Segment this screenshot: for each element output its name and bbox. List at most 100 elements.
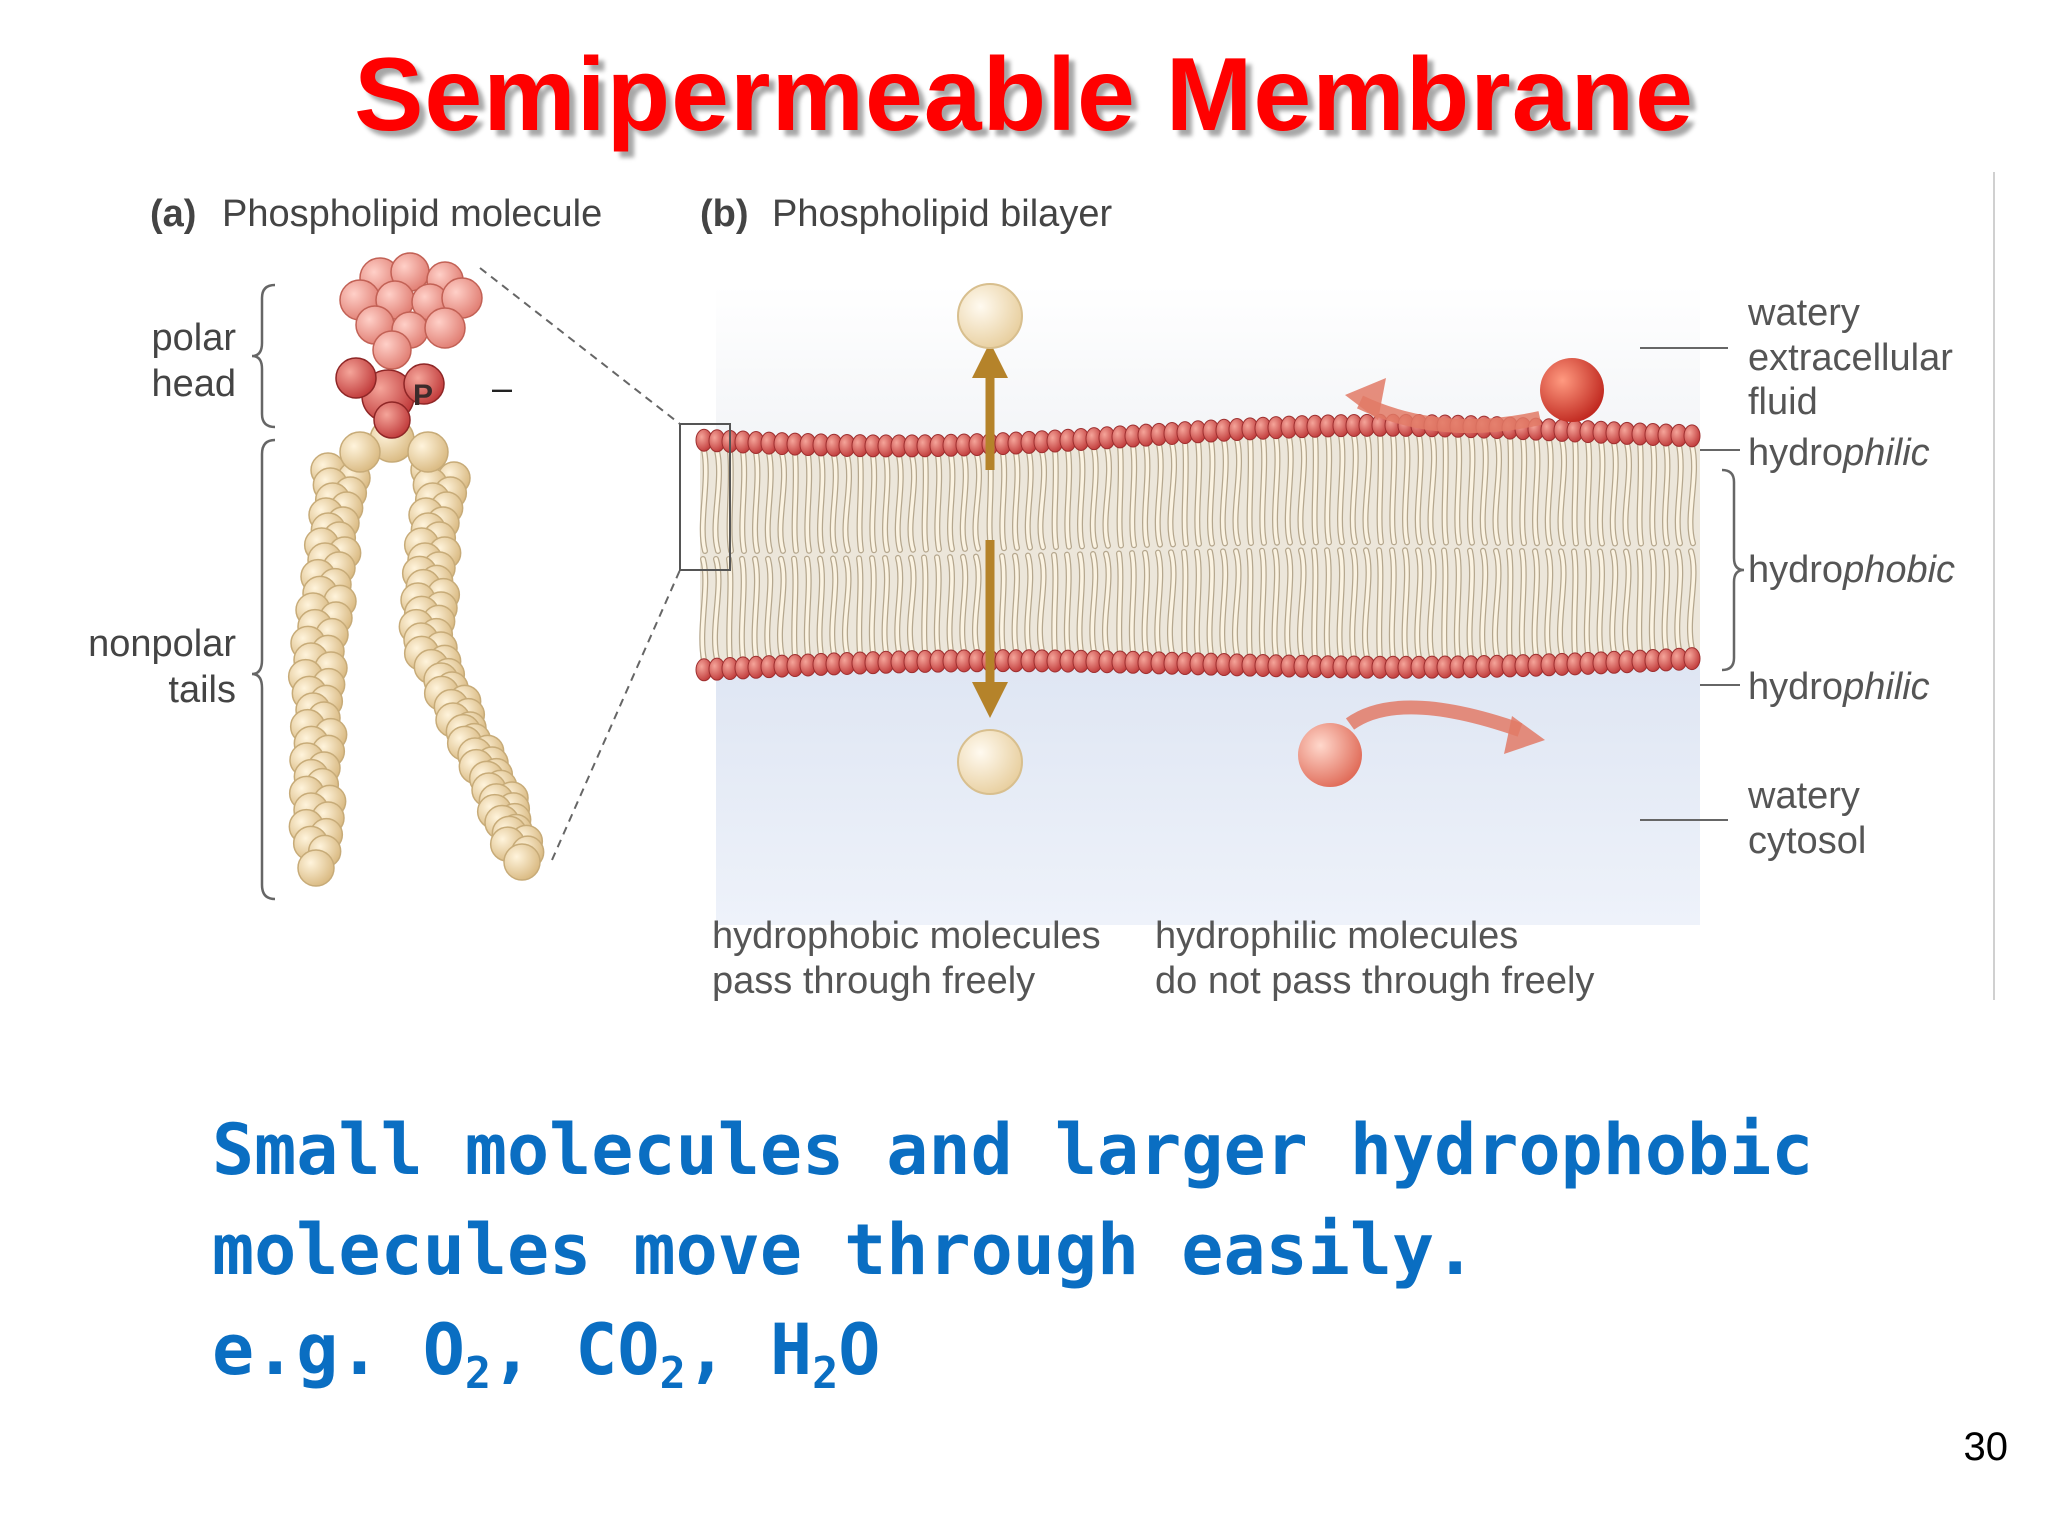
example-co2-prefix: , CO — [491, 1309, 660, 1391]
lipid-tail-highlight — [752, 557, 759, 660]
lipid-tail-highlight — [1610, 549, 1617, 655]
lipid-tail-highlight — [1585, 549, 1591, 656]
lipid-tail-highlight — [1598, 440, 1605, 546]
lipid-tail-highlight — [713, 449, 721, 553]
hydrophilic-top-label: hydrophilic — [1748, 432, 1930, 474]
lipid-tail-highlight — [778, 451, 786, 553]
lipid-tail-highlight — [1117, 551, 1123, 654]
phosphate-atom — [373, 401, 411, 439]
lipid-tail-highlight — [1546, 438, 1553, 546]
polar-head-atom — [372, 330, 412, 370]
lipid-tail-highlight — [1520, 436, 1526, 545]
lipid-tail-highlight — [948, 453, 955, 551]
lipid-tail-highlight — [1052, 449, 1058, 549]
tail-atom — [503, 843, 541, 881]
lipid-tail-highlight — [1545, 549, 1552, 657]
lipid-tail-highlight — [1286, 435, 1293, 545]
lipid-tail-highlight — [1533, 437, 1540, 545]
lipid-tail-highlight — [1260, 436, 1266, 545]
lipid-tail-highlight — [792, 452, 798, 553]
cytosol-label-2: cytosol — [1748, 820, 1866, 862]
polar-label-1: polar — [152, 317, 237, 359]
lipid-tail-highlight — [1090, 552, 1097, 654]
lipid-tail-highlight — [1000, 554, 1006, 653]
lipid-tail-highlight — [1272, 548, 1279, 658]
lipid-tail-highlight — [1247, 437, 1253, 545]
phospholipid-bilayer — [695, 413, 1701, 682]
caption-hydrophilic-1: hydrophilic molecules — [1155, 915, 1518, 957]
lipid-tail-highlight — [766, 451, 773, 553]
lipid-tail-highlight — [1377, 433, 1383, 544]
tails-label: tails — [168, 669, 236, 711]
body-text: Small molecules and larger hydrophobic m… — [212, 1100, 1912, 1400]
lipid-tail-highlight — [1415, 548, 1422, 659]
lipid-tail-highlight — [1312, 434, 1318, 545]
nonpolar-label: nonpolar — [88, 623, 236, 665]
lipid-tail-highlight — [1026, 450, 1033, 550]
lipid-tail-highlight — [1247, 549, 1253, 657]
hydrophilic-bottom-label: hydrophilic — [1748, 666, 1930, 708]
lipid-tail-highlight — [1000, 451, 1006, 550]
lipid-tail-highlight — [817, 556, 824, 657]
lipid-tail-highlight — [701, 448, 708, 553]
lipid-tail-highlight — [1103, 446, 1111, 548]
red-arrowhead-top — [1345, 378, 1386, 420]
lipid-tail-highlight — [1468, 434, 1475, 545]
lipid-tail-highlight — [1363, 548, 1371, 659]
lipid-tail-highlight — [1065, 448, 1071, 549]
lipid-tail-highlight — [1676, 443, 1683, 546]
lipid-tail-highlight — [883, 454, 890, 552]
lipid-tail-highlight — [1507, 436, 1513, 545]
lipid-tail-highlight — [1623, 441, 1631, 546]
lipid-tail-highlight — [830, 556, 837, 656]
lipid-tail-highlight — [1233, 437, 1241, 545]
lipid-tail-highlight — [908, 556, 916, 654]
lipid-tail-highlight — [1363, 433, 1371, 544]
lipid-tail-highlight — [1325, 548, 1331, 659]
lipid-tail-highlight — [1013, 451, 1020, 550]
lipid-tail-highlight — [973, 452, 981, 551]
lipid-tail-highlight — [1221, 438, 1228, 546]
hydrophilic-molecule-bottom — [1298, 723, 1362, 787]
lipid-tail-highlight — [1130, 444, 1136, 547]
example-h2o-suffix: O — [838, 1309, 881, 1391]
lipid-tail-highlight — [947, 555, 954, 653]
caption-hydrophobic-1: hydrophobic molecules — [712, 915, 1101, 957]
lipid-tail-highlight — [1558, 438, 1566, 546]
lipid-tail-highlight — [1220, 549, 1227, 657]
polar-head-brace — [251, 283, 276, 429]
lipid-tail-highlight — [1298, 434, 1306, 545]
lipid-tail-highlight — [1052, 553, 1058, 653]
lipid-tail-highlight — [1572, 549, 1578, 656]
lipid-tail-highlight — [843, 453, 851, 553]
glycerol-atom — [339, 431, 381, 473]
lipid-tail-highlight — [1688, 444, 1696, 545]
caption-hydrophilic-2: do not pass through freely — [1155, 960, 1594, 1002]
lipid-tail-highlight — [1260, 549, 1266, 658]
lipid-tail-highlight — [740, 557, 746, 660]
lipid-tail-highlight — [1195, 440, 1201, 546]
hydrophilic-molecule-top — [1540, 358, 1604, 422]
lipid-tail-highlight — [740, 450, 746, 553]
lipid-tail-highlight — [1182, 550, 1188, 656]
zoom-guide-top — [479, 267, 681, 425]
lipid-head-top — [1683, 424, 1701, 448]
lipid-tail-highlight — [1650, 442, 1656, 546]
panel-a-letter: (a) — [150, 193, 196, 235]
lipid-tail-highlight — [1623, 549, 1631, 654]
lipid-tail-highlight — [831, 453, 838, 553]
lipid-tail-highlight — [1285, 548, 1292, 658]
lipid-tail-highlight — [1572, 439, 1578, 546]
lipid-tail-highlight — [1233, 549, 1241, 657]
lipid-tail-highlight — [1442, 434, 1448, 545]
subscript: 2 — [464, 1348, 491, 1399]
lipid-tail-highlight — [895, 556, 902, 654]
lipid-tail-highlight — [1480, 549, 1487, 659]
lipid-tail-highlight — [1377, 548, 1383, 659]
lipid-tail-highlight — [1493, 549, 1501, 658]
lipid-tail-highlight — [1637, 549, 1643, 653]
red-arrowhead-bottom — [1504, 716, 1545, 754]
lipid-tail-highlight — [1416, 433, 1423, 545]
lipid-tail-highlight — [1428, 548, 1436, 659]
phospholipid-molecule — [287, 252, 545, 887]
